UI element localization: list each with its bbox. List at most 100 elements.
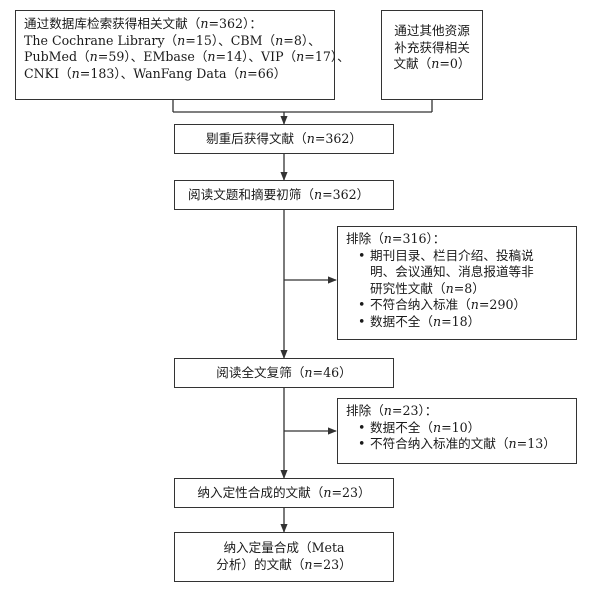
line-text: 阅读全文复筛（ (216, 365, 305, 380)
box-line: 纳入定量合成（Meta (175, 540, 393, 557)
box-line: The Cochrane Library（n=15）、CBM（n=8）、 (24, 33, 326, 50)
line-text: =183）、WanFang Data（ (79, 65, 240, 81)
count-variable: n (71, 65, 80, 81)
count-variable: n (304, 556, 313, 572)
count-variable: n (200, 16, 209, 31)
count-variable: n (445, 280, 454, 296)
line-text: 不符合纳入标准的文献（ (370, 436, 509, 451)
count-variable: n (432, 419, 442, 435)
count-variable: n (304, 365, 313, 380)
exclusion-reason-line: 研究性文献（n=8） (346, 281, 576, 298)
box-line: PubMed（n=59）、EMbase（n=14）、VIP（n=17）、 (24, 49, 350, 66)
line-text: =362） (322, 187, 370, 202)
box-line: 分析）的文献（n=23） (175, 557, 393, 574)
box-line: 剔重后获得文献（n=362） (175, 131, 393, 148)
line-text: =13） (516, 436, 556, 451)
line-text: =59）、EMbase（ (97, 49, 208, 64)
database-search-box: 通过数据库检索获得相关文献（n=362）：The Cochrane Librar… (15, 10, 350, 100)
line-text: 数据不全（ (370, 313, 433, 329)
count-variable: n (431, 56, 440, 71)
count-variable: n (432, 313, 442, 329)
box-line: 纳入定性合成的文献（n=23） (175, 485, 393, 502)
line-text: =316）： (391, 231, 446, 246)
line-text: 通过数据库检索获得相关文献（ (24, 16, 201, 31)
count-variable: n (313, 187, 323, 202)
line-text: =8） (453, 280, 485, 296)
count-variable: n (275, 32, 284, 48)
exclusion-reason-line: •期刊目录、栏目介绍、投稿说 (346, 248, 576, 265)
bullet-icon: • (358, 313, 366, 329)
count-variable: n (177, 32, 186, 48)
line-text: 数据不全（ (370, 419, 433, 435)
line-text: =362）： (208, 16, 262, 31)
line-text: =23）： (391, 403, 438, 418)
line-text: =46） (312, 365, 352, 380)
line-text: 剔重后获得文献（ (205, 131, 307, 146)
exclusion-reason-line: • 不符合纳入标准（n=290） (346, 297, 576, 314)
count-variable: n (383, 403, 392, 418)
qualitative-synthesis-box: 纳入定性合成的文献（n=23） (174, 478, 394, 508)
line-text: 纳入定性合成的文献（ (197, 485, 324, 500)
count-variable: n (306, 131, 315, 146)
count-variable: n (470, 297, 479, 312)
box-line: 通过数据库检索获得相关文献（n=362）： (24, 16, 326, 33)
line-text: 纳入定量合成（Meta (223, 540, 345, 555)
box-line: 补充获得相关 (382, 40, 482, 57)
box-line: 通过其他资源 (382, 23, 482, 40)
line-text: The Cochrane Library（ (24, 32, 178, 48)
line-text: =290） (478, 297, 527, 312)
exclusion-header: 排除（n=23）： (346, 403, 576, 420)
count-variable: n (89, 49, 98, 64)
exclusion-reason-line: 明、会议通知、消息报道等非 (346, 264, 576, 281)
line-text: 研究性文献（ (370, 280, 446, 296)
exclusion-reason-line: • 不符合纳入标准的文献（n=13） (346, 436, 576, 453)
line-text: 通过其他资源 (394, 23, 470, 38)
bullet-icon: • (358, 297, 366, 312)
line-text: 阅读文题和摘要初筛（ (188, 187, 314, 202)
box-line: CNKI（n=183）、WanFang Data（n=66） (24, 66, 326, 83)
count-variable: n (323, 485, 332, 500)
count-variable: n (207, 49, 216, 64)
count-variable: n (508, 436, 517, 451)
exclusion-header: 排除（n=316）： (346, 231, 576, 248)
bullet-icon: • (358, 419, 366, 435)
line-text: PubMed（ (24, 49, 90, 64)
exclusion-reason-line: •数据不全（n=18） (346, 314, 576, 331)
exclusion-box-2: 排除（n=23）：•数据不全（n=10）•不符合纳入标准的文献（n=13） (337, 398, 577, 464)
line-text: CNKI（ (24, 65, 72, 81)
line-text: =14）、VIP（ (215, 49, 297, 64)
box-line: 阅读文题和摘要初筛（n=362） (188, 187, 393, 204)
line-text: =362） (314, 131, 363, 146)
count-variable: n (383, 231, 392, 246)
line-text: 排除（ (346, 231, 384, 246)
line-text: =8）、 (283, 32, 321, 48)
line-text: =10） (441, 419, 481, 435)
other-sources-box: 通过其他资源补充获得相关文献（n=0） (381, 10, 483, 100)
line-text: =18） (441, 313, 481, 329)
line-text: 不符合纳入标准（ (370, 297, 471, 312)
line-text: =17）、 (304, 49, 350, 64)
line-text: 排除（ (346, 403, 384, 418)
count-variable: n (239, 65, 248, 81)
bullet-icon: • (358, 436, 366, 451)
line-text: 明、会议通知、消息报道等非 (370, 264, 534, 279)
line-text: 分析）的文献（ (216, 556, 305, 572)
line-text: 期刊目录、栏目介绍、投稿说 (370, 247, 534, 263)
box-line: 文献（n=0） (382, 56, 482, 73)
line-text: =23） (331, 485, 371, 500)
box-line: 阅读全文复筛（n=46） (175, 365, 393, 382)
exclusion-reason-line: •数据不全（n=10） (346, 420, 576, 437)
fulltext-screening-box: 阅读全文复筛（n=46） (174, 358, 394, 388)
bullet-icon: • (358, 247, 366, 263)
deduplication-box: 剔重后获得文献（n=362） (174, 124, 394, 154)
exclusion-box-1: 排除（n=316）：•期刊目录、栏目介绍、投稿说明、会议通知、消息报道等非研究性… (337, 226, 577, 340)
title-abstract-screening-box: 阅读文题和摘要初筛（n=362） (174, 180, 394, 210)
line-text: =15）、CBM（ (185, 32, 276, 48)
line-text: =0） (439, 56, 471, 71)
line-text: 文献（ (393, 56, 432, 71)
line-text: =66） (247, 65, 287, 81)
line-text: =23） (312, 556, 352, 572)
line-text: 补充获得相关 (394, 39, 470, 55)
